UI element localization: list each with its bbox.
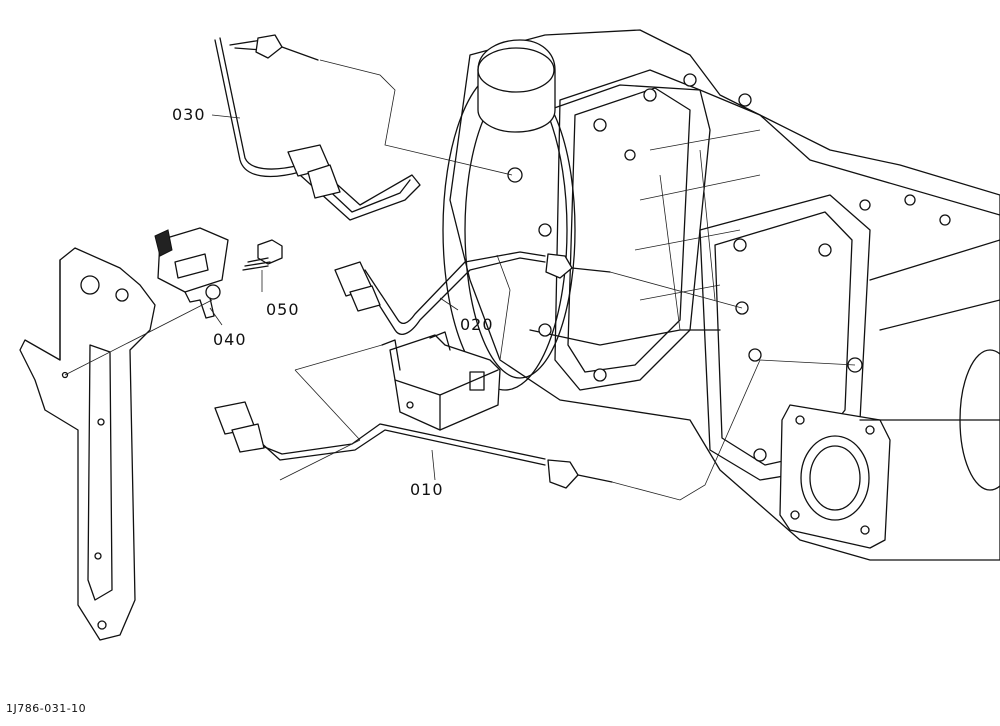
sensor-bracket [381,331,501,431]
engine-dpf-assembly [442,29,1000,561]
temperature-sensor-010 [214,401,613,489]
assembly-leader-lines [64,59,856,501]
label-030: 030 [172,105,206,124]
bolt [242,239,283,271]
temperature-sensor-030 [214,34,421,221]
callout-leaders [209,114,459,481]
drawing-code: 1J786-031-10 [6,702,86,715]
label-020: 020 [460,315,494,334]
label-010: 010 [410,480,444,499]
label-040: 040 [213,330,247,349]
temperature-sensor-020 [334,251,611,335]
label-050: 050 [266,300,300,319]
mounting-bracket [19,247,156,641]
flange-bolts [538,73,752,382]
pressure-sensor [154,227,229,319]
